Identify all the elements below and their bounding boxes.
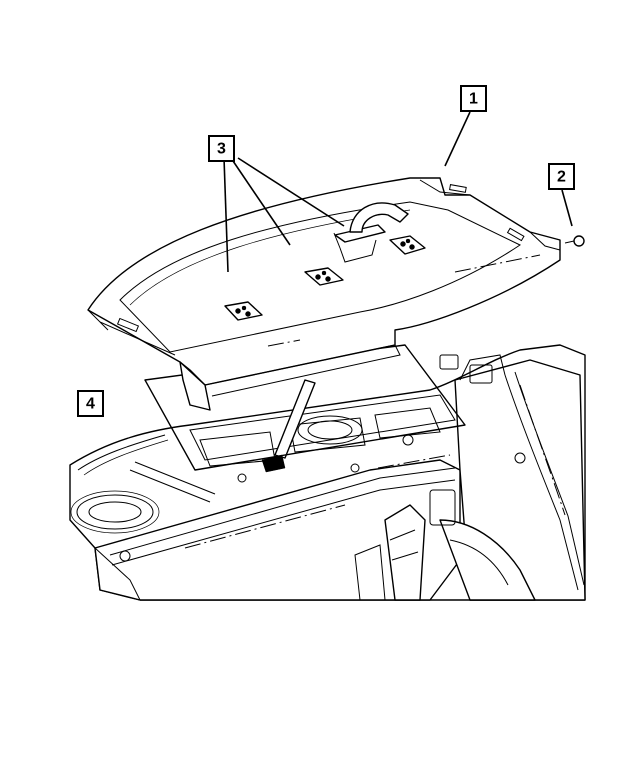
shelf-bezel-center [304, 267, 344, 286]
leader-3c [237, 157, 345, 227]
callout-4: 4 [77, 390, 104, 417]
callout-1-label: 1 [469, 91, 478, 108]
push-pin-fastener [564, 235, 585, 247]
seat-belt-bezel [333, 202, 409, 263]
rear-body-structure [69, 344, 586, 601]
callout-4-label: 4 [86, 396, 95, 413]
leader-2 [561, 189, 573, 227]
leader-1 [444, 111, 471, 167]
callout-2: 2 [548, 163, 575, 190]
leader-lines [223, 111, 573, 273]
shelf-bezel-left [224, 301, 263, 321]
callout-2-label: 2 [557, 169, 566, 186]
leader-3b [230, 157, 291, 246]
callout-3: 3 [208, 135, 235, 162]
callout-3-label: 3 [217, 141, 226, 158]
leader-3a [223, 157, 229, 273]
shelf-bezel-right [389, 235, 426, 255]
callout-1: 1 [460, 85, 487, 112]
